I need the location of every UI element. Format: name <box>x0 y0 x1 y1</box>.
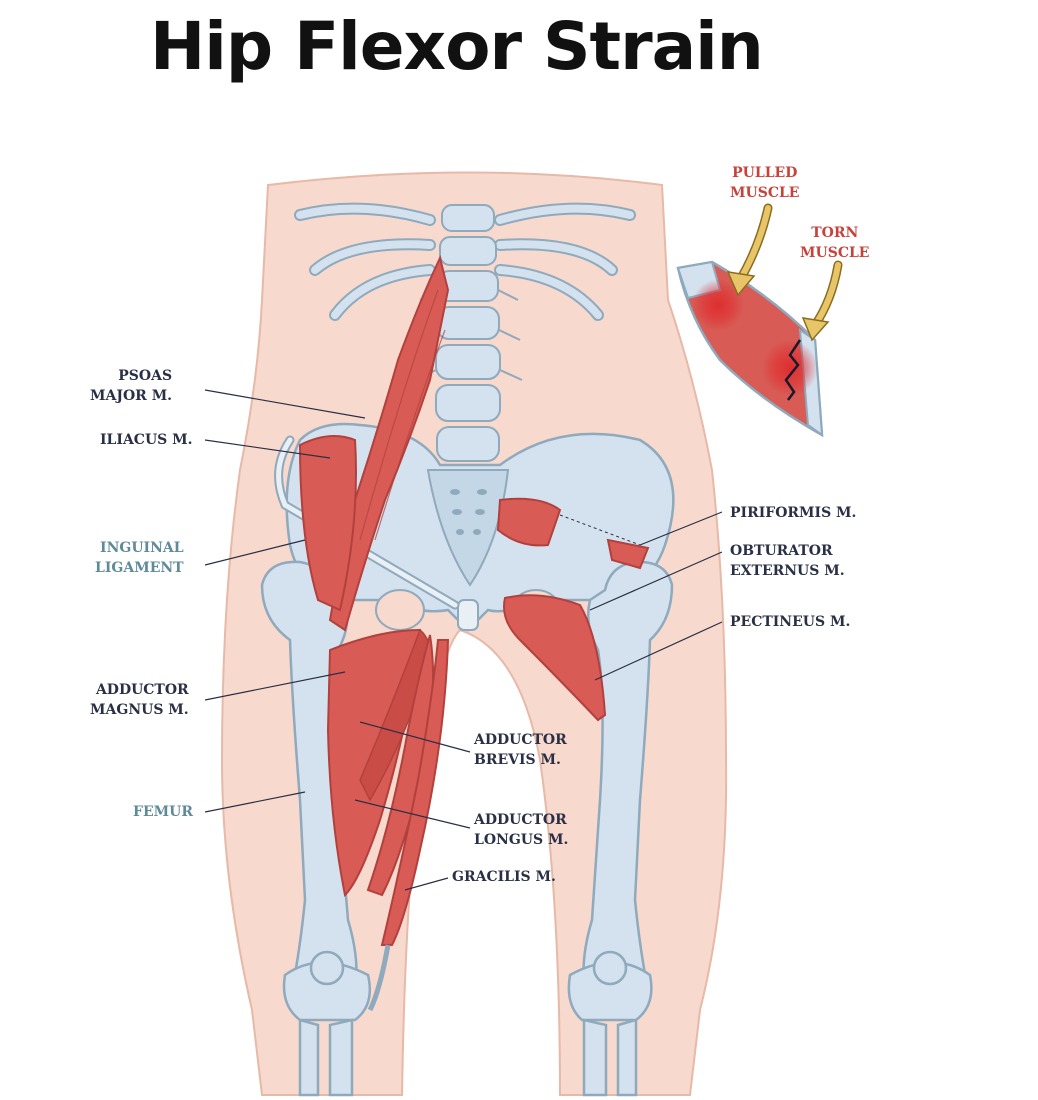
label-femur: FEMUR <box>133 804 193 820</box>
obturator-foramen-left <box>375 589 425 631</box>
knees <box>282 950 653 1097</box>
label-adductor-longus: ADDUCTOR LONGUS M. <box>474 812 569 848</box>
label-pulled-muscle: PULLED MUSCLE <box>730 165 800 201</box>
label-pectineus: PECTINEUS M. <box>730 614 851 630</box>
gracilis-muscle <box>380 639 450 946</box>
iliacus-muscle <box>298 435 357 612</box>
pulled-spot <box>692 279 744 331</box>
label-adductor-magnus: ADDUCTOR MAGNUS M. <box>90 682 189 718</box>
strain-inset <box>676 260 824 438</box>
page-title: Hip Flexor Strain <box>150 8 764 85</box>
femur-right <box>582 560 674 992</box>
crotch-gap <box>440 650 500 1095</box>
label-gracilis: GRACILIS M. <box>452 869 556 885</box>
ribs-left-fill <box>296 204 434 319</box>
label-obturator-externus: OBTURATOR EXTERNUS M. <box>730 543 845 579</box>
tear-mark <box>784 339 802 401</box>
label-psoas-major: PSOAS MAJOR M. <box>90 368 173 404</box>
ribs-right-fill <box>496 204 634 319</box>
obturator-externus-muscle <box>606 538 650 570</box>
label-inguinal-ligament: INGUINAL LIGAMENT <box>95 540 184 576</box>
sacral-foramina <box>450 489 487 535</box>
label-iliacus: ILIACUS M. <box>100 432 193 448</box>
pubic-symphysis <box>457 599 479 631</box>
piriformis-path <box>559 514 641 546</box>
label-torn-muscle: TORN MUSCLE <box>800 225 870 261</box>
psoas-major-muscle <box>328 255 450 632</box>
leader-lines <box>204 389 723 891</box>
torn-spot <box>762 340 818 396</box>
label-piriformis: PIRIFORMIS M. <box>730 505 857 521</box>
piriformis-muscle <box>496 497 562 547</box>
gracilis-tendon <box>367 944 391 1012</box>
spine <box>415 204 523 462</box>
pectineus-muscle <box>503 594 607 722</box>
label-adductor-brevis: ADDUCTOR BREVIS M. <box>474 732 567 768</box>
